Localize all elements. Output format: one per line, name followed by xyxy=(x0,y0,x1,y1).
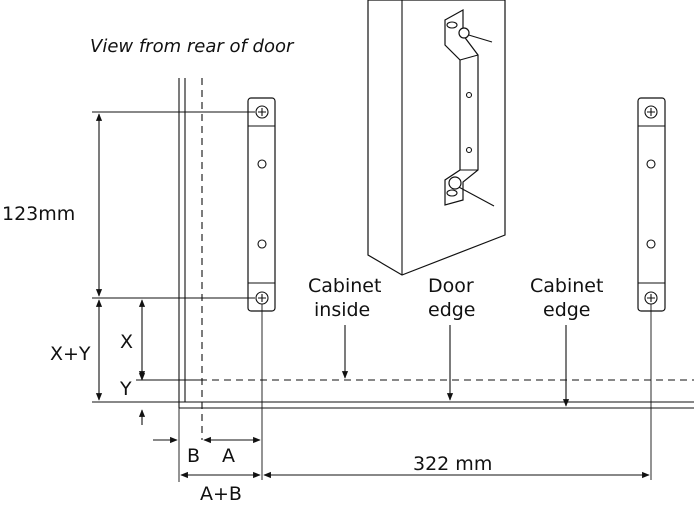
dimension-322mm: 322 mm xyxy=(263,453,650,479)
door-panel xyxy=(367,0,506,276)
screw-icon xyxy=(448,176,495,207)
dimension-x-plus-y: X+Y xyxy=(50,299,103,401)
svg-text:inside: inside xyxy=(314,299,370,321)
dimension-y: Y xyxy=(119,372,146,425)
dimension-a: A xyxy=(203,436,261,467)
svg-text:X+Y: X+Y xyxy=(50,343,91,365)
svg-text:Door: Door xyxy=(428,275,474,297)
cabinet-edge-label: Cabinet edge xyxy=(530,275,603,407)
svg-text:B: B xyxy=(187,445,200,467)
svg-text:X: X xyxy=(120,331,133,353)
svg-text:Cabinet: Cabinet xyxy=(308,275,381,297)
dimension-123mm: 123mm xyxy=(2,111,255,299)
right-hinge-plate xyxy=(637,97,666,312)
dimension-b: B xyxy=(153,436,200,467)
svg-text:Cabinet: Cabinet xyxy=(530,275,603,297)
edge-lines xyxy=(92,379,694,409)
cabinet-side-lines xyxy=(178,78,203,440)
screw-icon xyxy=(458,27,493,43)
left-hinge-plate xyxy=(247,97,276,312)
svg-text:Y: Y xyxy=(119,378,132,400)
svg-text:edge: edge xyxy=(428,299,476,321)
bracket-illustration xyxy=(444,8,495,207)
door-edge-label: Door edge xyxy=(428,275,476,401)
svg-text:123mm: 123mm xyxy=(2,203,75,225)
svg-text:edge: edge xyxy=(543,299,591,321)
diagram-title: View from rear of door xyxy=(90,36,295,57)
cabinet-inside-label: Cabinet inside xyxy=(308,275,381,379)
svg-text:322 mm: 322 mm xyxy=(413,453,492,475)
svg-text:A: A xyxy=(222,445,235,467)
svg-text:A+B: A+B xyxy=(200,483,242,505)
dimension-a-plus-b: A+B xyxy=(178,408,261,505)
dimension-x: X xyxy=(120,299,200,381)
